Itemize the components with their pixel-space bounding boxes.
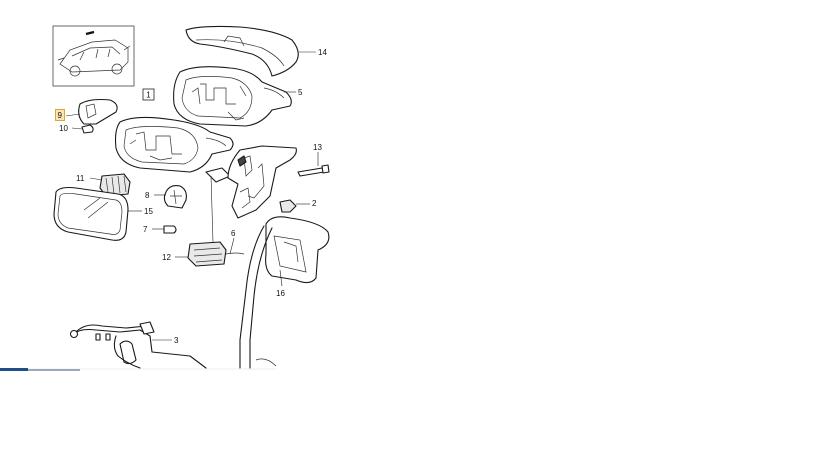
bulb [71,124,94,134]
callout-7: 7 [143,225,148,234]
set-label: 1 [142,88,155,101]
callout-8: 8 [145,191,150,200]
callout-14: 14 [318,48,327,57]
lamp-housing [65,98,118,125]
control-module [175,241,245,267]
clip [152,225,177,234]
callout-2: 2 [312,199,317,208]
mirror-bracket [227,145,297,219]
callout-10: 10 [59,124,68,133]
callout-9: 9 [58,111,63,120]
footer-bar-tail [28,369,80,371]
wiring-harness [69,321,207,369]
callout-6: 6 [231,229,236,238]
callout-11: 11 [76,174,85,183]
mirror-glass [53,186,142,241]
callout-13: 13 [313,143,322,152]
callout-15: 15 [144,207,153,216]
door-trim [239,216,330,369]
car-thumbnail [52,25,135,87]
callout-5: 5 [298,88,303,97]
leader-6 [210,175,214,243]
callout-16: 16 [276,289,285,298]
bolt [297,152,330,177]
highlight-callout-9 [55,109,65,121]
callout-12: 12 [162,253,171,262]
mirror-housing-upper [173,66,296,127]
mirror-housing-lower [114,116,234,183]
nut [279,199,310,213]
folding-motor [154,185,187,209]
callout-3: 3 [174,336,179,345]
set-label-number: 1 [146,91,151,100]
footer-bar [0,368,28,371]
adjustment-motor [89,173,131,197]
mirror-cover [185,25,316,77]
